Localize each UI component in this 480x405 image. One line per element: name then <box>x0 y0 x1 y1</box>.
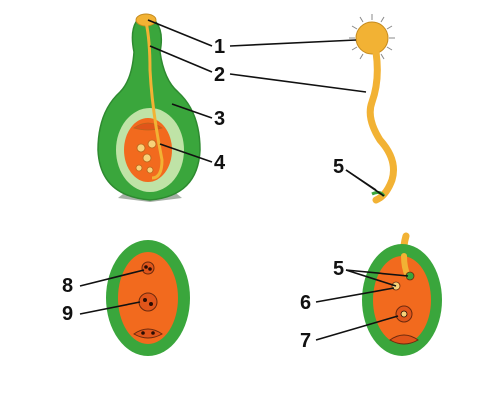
egg-nucleus <box>144 265 148 269</box>
label-5-bottom: 5 <box>333 258 344 280</box>
egg-cell <box>141 261 155 275</box>
nucleus <box>135 164 143 172</box>
micropyle-cells <box>133 328 163 339</box>
fused-nucleus <box>400 310 408 318</box>
label-2: 2 <box>214 64 225 86</box>
polar-nucleus <box>149 302 153 306</box>
embryo-sac <box>124 118 172 182</box>
synergid <box>141 331 145 335</box>
label-1: 1 <box>214 36 225 58</box>
label-4: 4 <box>214 152 226 174</box>
polar-nucleus <box>143 298 147 302</box>
ovule-during-fertilization <box>362 232 442 356</box>
ovule-before-fertilization <box>106 240 190 356</box>
label-9: 9 <box>62 303 73 325</box>
pollen-tube <box>366 48 397 204</box>
pollen-tube-in-pistil <box>144 21 164 180</box>
micropyle-cells <box>389 334 419 345</box>
pistil <box>97 13 201 202</box>
nucleus <box>147 139 157 149</box>
leader-lines <box>79 19 409 341</box>
ovule-inner <box>373 256 431 344</box>
label-5-top: 5 <box>333 156 344 178</box>
synergid <box>151 331 155 335</box>
pollen-grain <box>355 21 389 55</box>
label-8: 8 <box>62 275 73 297</box>
number-labels: 1 2 3 4 5 5 6 7 8 9 <box>62 36 344 352</box>
germinating-pollen-grain <box>349 14 397 204</box>
pollen-spikes <box>349 14 395 60</box>
nucleus <box>136 143 146 153</box>
label-6: 6 <box>300 292 311 314</box>
label-7: 7 <box>300 330 311 352</box>
egg-nucleus <box>148 267 152 271</box>
central-cell <box>138 292 158 312</box>
nucleus <box>146 166 154 174</box>
label-3: 3 <box>214 108 225 130</box>
nucleus <box>142 153 152 163</box>
